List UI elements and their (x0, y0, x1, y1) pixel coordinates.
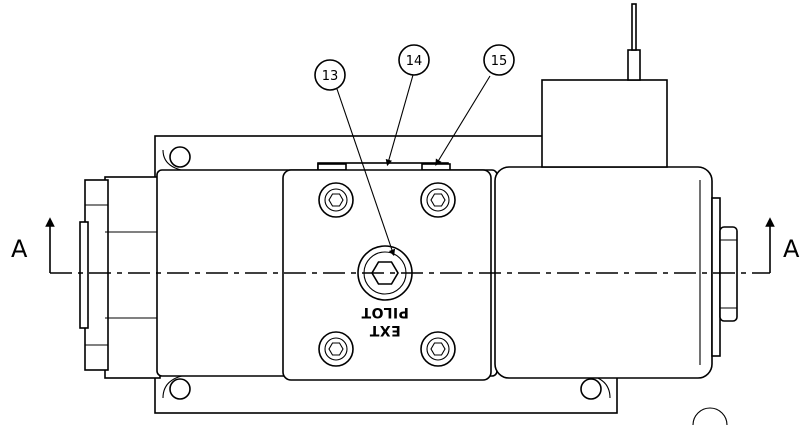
cap-screw-top-left (318, 182, 354, 218)
ext-pilot-engraving: EXT PILOT (361, 304, 409, 338)
cap-screw-bottom-right (420, 331, 456, 367)
section-line (45, 217, 775, 274)
callout-14-label: 14 (406, 54, 423, 69)
callout-15: 15 (483, 44, 515, 76)
connector-box (541, 3, 668, 168)
cap-screw-bottom-left (318, 331, 354, 367)
cap-screw-top-right (420, 182, 456, 218)
callout-13-label: 13 (322, 69, 339, 84)
section-mark-right: A (783, 235, 800, 263)
callout-14: 14 (398, 44, 430, 76)
partial-callout (692, 407, 728, 425)
section-mark-left: A (11, 235, 28, 263)
callout-leaders (336, 74, 491, 257)
left-end-cap (79, 176, 161, 379)
callout-15-label: 15 (491, 54, 508, 69)
engraving-line-1: EXT (369, 322, 400, 338)
callout-13: 13 (314, 59, 346, 91)
engraving-line-2: PILOT (361, 304, 409, 320)
